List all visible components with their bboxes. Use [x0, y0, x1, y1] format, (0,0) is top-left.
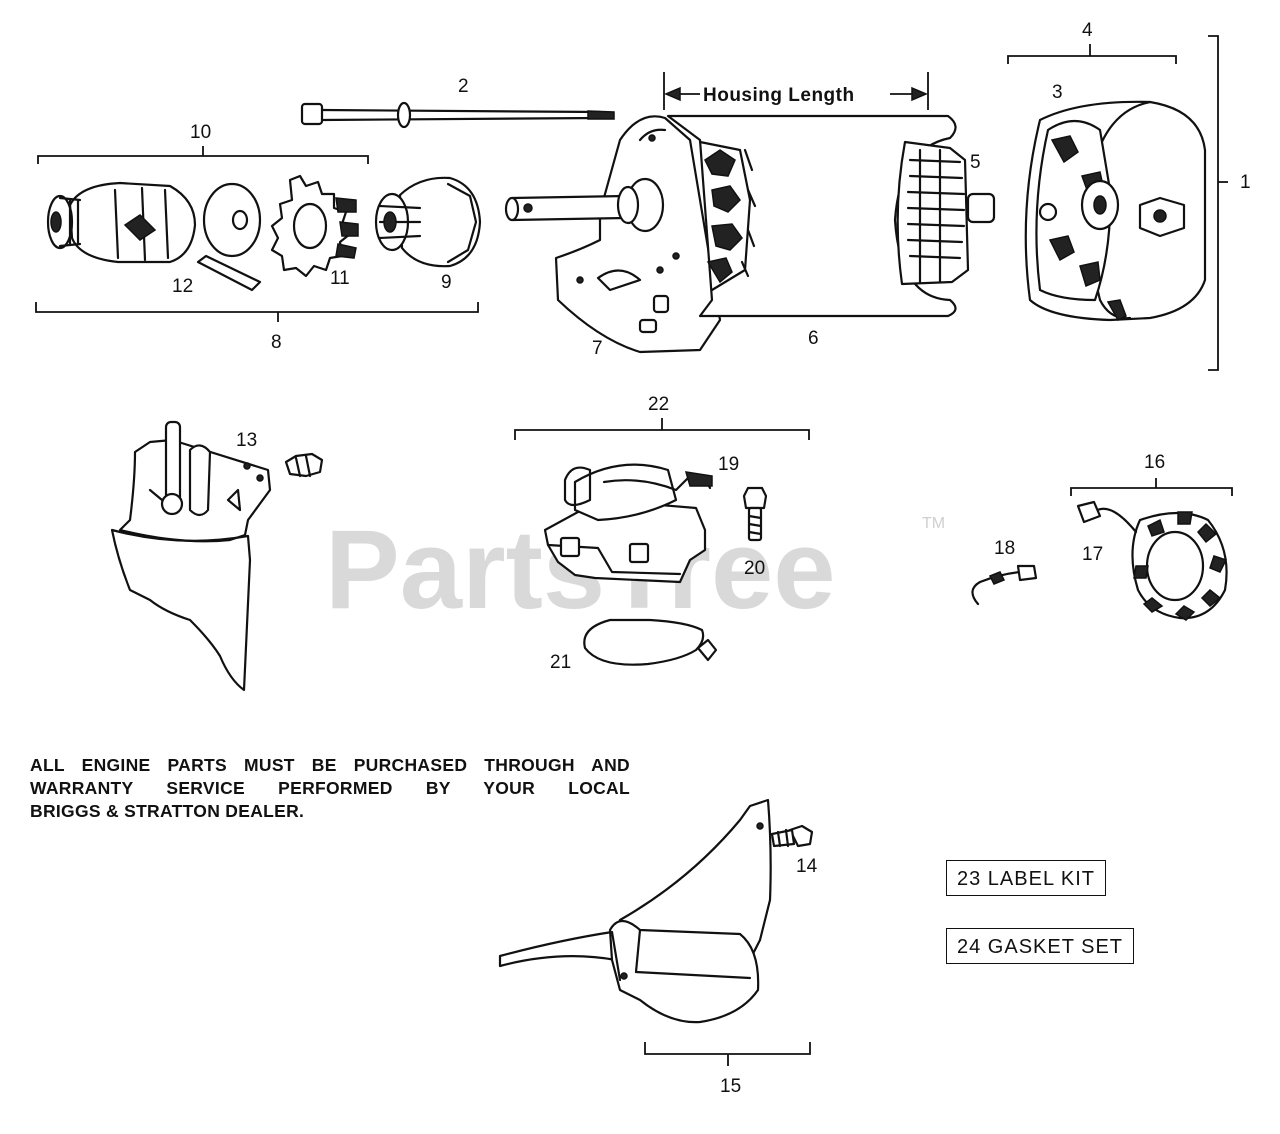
part-15-cylinder-shield[interactable]: [498, 798, 772, 1024]
callout-15: 15: [720, 1076, 741, 1097]
watermark-tm: TM: [922, 515, 945, 532]
part-21-ground-wire[interactable]: [583, 618, 718, 666]
gasket-set-box[interactable]: 24 GASKET SET: [946, 928, 1135, 964]
part-12-key[interactable]: [196, 254, 262, 292]
callout-8: 8: [271, 332, 282, 353]
callout-5: 5: [970, 152, 981, 173]
part-18-wire[interactable]: [971, 564, 1038, 606]
notice-line-3: BRIGGS & STRATTON DEALER.: [30, 801, 305, 821]
part-13-blower-housing[interactable]: [110, 420, 324, 692]
part-7-drive-end-cap[interactable]: [504, 115, 722, 354]
part-washer[interactable]: [202, 182, 262, 258]
bracket-15: [644, 1042, 811, 1066]
part-17-alternator-stator[interactable]: [1076, 500, 1228, 621]
bracket-10: [37, 146, 369, 164]
callout-7: 7: [592, 338, 603, 359]
callout-2: 2: [458, 76, 469, 97]
callout-22: 22: [648, 394, 669, 415]
part-6-motor-housing[interactable]: [666, 114, 957, 318]
callout-13: 13: [236, 430, 257, 451]
part-9-pinion-gear[interactable]: [374, 176, 482, 268]
callout-12: 12: [172, 276, 193, 297]
part-14-screw[interactable]: [770, 824, 814, 848]
bracket-8: [35, 302, 479, 322]
part-11-gear[interactable]: [270, 174, 359, 278]
part-22-ignition-armature[interactable]: [543, 463, 713, 584]
callout-11: 11: [330, 268, 350, 289]
part-10-drive-assembly[interactable]: [46, 181, 197, 264]
part-5-commutator-end[interactable]: [896, 140, 996, 286]
housing-length-label: Housing Length: [703, 85, 855, 106]
part-2-through-bolt[interactable]: [300, 101, 615, 129]
notice-line-1: ALL ENGINE PARTS MUST BE PURCHASED THROU…: [30, 755, 630, 775]
part-3-brush-end-cap[interactable]: [1024, 100, 1207, 322]
callout-10: 10: [190, 122, 211, 143]
part-20-screw[interactable]: [742, 486, 768, 542]
housing-length-dimension: Housing Length: [663, 72, 929, 110]
notice-line-2: WARRANTY SERVICE PERFORMED BY YOUR LOCAL: [30, 778, 630, 798]
callout-17: 17: [1082, 544, 1103, 565]
label-kit-box[interactable]: 23 LABEL KIT: [946, 860, 1106, 896]
callout-3: 3: [1052, 82, 1063, 103]
bracket-22: [514, 418, 810, 440]
callout-18: 18: [994, 538, 1015, 559]
callout-16: 16: [1144, 452, 1165, 473]
bracket-4: [1007, 44, 1177, 64]
bracket-16: [1070, 478, 1233, 496]
callout-20: 20: [744, 558, 765, 579]
dealer-notice: ALL ENGINE PARTS MUST BE PURCHASED THROU…: [30, 754, 630, 823]
callout-4: 4: [1082, 20, 1093, 41]
callout-21: 21: [550, 652, 571, 673]
callout-9: 9: [441, 272, 452, 293]
callout-1: 1: [1240, 172, 1251, 193]
callout-14: 14: [796, 856, 818, 877]
bracket-1: [1208, 35, 1228, 371]
callout-19: 19: [718, 454, 739, 475]
callout-6: 6: [808, 328, 819, 349]
